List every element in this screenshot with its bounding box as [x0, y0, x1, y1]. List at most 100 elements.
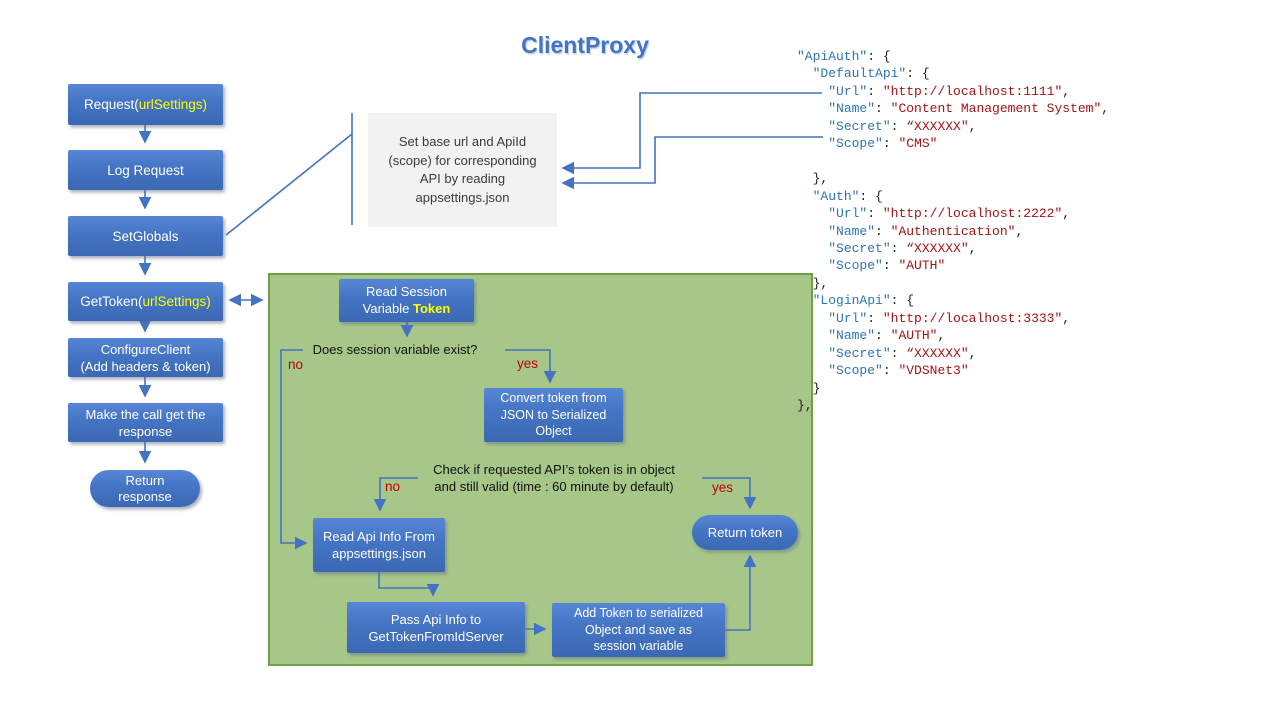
- json-token: "Secret": [828, 118, 891, 134]
- json-token: [797, 311, 828, 326]
- json-token: [797, 119, 828, 134]
- json-token: :: [875, 101, 891, 117]
- line-setglobals-note-diagonal: [225, 133, 353, 236]
- json-token: "Scope": [828, 363, 883, 379]
- flow-box-pass-api-info: Pass Api Info to GetTokenFromIdServer: [347, 602, 525, 653]
- json-token: :: [867, 310, 883, 326]
- json-token: [797, 346, 828, 361]
- json-token: "http://localhost:3333": [882, 310, 1063, 326]
- json-code-line: },: [797, 170, 1109, 187]
- json-token: "http://localhost:1111": [882, 83, 1063, 99]
- json-token: [797, 189, 813, 204]
- json-token: [797, 206, 828, 221]
- json-code-line: },: [797, 275, 1109, 292]
- json-token: [797, 224, 828, 239]
- page-title: ClientProxy: [521, 32, 649, 58]
- decision1-question: Does session variable exist?: [312, 342, 478, 357]
- json-token: ,: [968, 118, 977, 134]
- json-token: "Auth": [812, 188, 860, 204]
- json-token: :: [875, 328, 891, 344]
- json-token: [797, 101, 828, 116]
- decision1-yes-label: yes: [517, 356, 539, 371]
- json-token: "Url": [828, 206, 868, 222]
- json-code-line: "Auth": {: [797, 188, 1109, 205]
- json-token: : {: [859, 188, 883, 204]
- json-code-line: "Secret": “XXXXXX",: [797, 118, 1109, 135]
- json-token: ,: [1015, 223, 1024, 239]
- flow-box-convert-token: Convert token from JSON to Serialized Ob…: [484, 388, 623, 442]
- json-token: "Scope": [828, 136, 883, 152]
- json-code-line: }: [797, 380, 1109, 397]
- json-token: ,: [1062, 206, 1071, 222]
- json-token: “XXXXXX": [906, 118, 969, 134]
- flow-box-read-api-info: Read Api Info From appsettings.json: [313, 518, 445, 572]
- json-token: :: [890, 345, 907, 361]
- connector-json-url-to-note: [561, 92, 822, 175]
- json-token: "DefaultApi": [812, 66, 907, 82]
- json-token: ,: [1101, 101, 1110, 117]
- json-token: },: [797, 275, 829, 291]
- json-token: :: [882, 258, 899, 274]
- json-token: ,: [968, 240, 977, 256]
- json-token: “XXXXXX": [906, 240, 969, 256]
- flow-box-make-call: Make the call get the response: [68, 403, 223, 442]
- flow-box-set-globals: SetGlobals: [68, 216, 223, 256]
- read-session-line1: Read Session: [366, 284, 447, 299]
- json-code-line: "LoginApi": {: [797, 292, 1109, 309]
- flow-box-get-token-label: GetToken(urlSettings): [80, 293, 211, 310]
- flow-box-configure-client: ConfigureClient (Add headers & token): [68, 338, 223, 377]
- json-token: "Secret": [828, 240, 891, 256]
- json-code-line: [797, 153, 1109, 170]
- json-token: },: [797, 398, 813, 414]
- json-token: :: [882, 136, 899, 152]
- json-token: }: [797, 380, 821, 396]
- json-code-line: "Secret": “XXXXXX",: [797, 240, 1109, 257]
- json-token: : {: [890, 293, 915, 309]
- json-token: ,: [968, 345, 977, 361]
- json-token: ,: [1062, 310, 1071, 326]
- flow-terminator-return-response: Return response: [90, 470, 200, 507]
- read-session-token-highlight: Token: [413, 300, 451, 316]
- json-code-line: "Url": "http://localhost:1111",: [797, 83, 1109, 100]
- json-token: :: [875, 223, 891, 239]
- request-label-pre: Request(: [83, 97, 139, 112]
- token-flow-panel: [268, 273, 813, 666]
- json-code-line: "Scope": "CMS": [797, 135, 1109, 152]
- gettoken-label-pre: GetToken(: [80, 294, 143, 309]
- json-token: [797, 66, 813, 81]
- json-token: "http://localhost:2222": [882, 206, 1063, 222]
- json-token: "Url": [828, 310, 868, 326]
- request-label-param: urlSettings): [138, 97, 208, 112]
- json-code-line: "Scope": "AUTH": [797, 257, 1109, 274]
- decision2-no-label: no: [385, 479, 401, 494]
- json-token: “XXXXXX": [906, 345, 969, 361]
- json-code-line: "Name": "AUTH",: [797, 327, 1109, 344]
- json-token: : {: [867, 49, 891, 64]
- gettoken-label-param: urlSettings): [142, 294, 211, 309]
- json-token: [797, 241, 828, 256]
- read-session-line2: Variable Token: [363, 301, 451, 318]
- flow-box-get-token: GetToken(urlSettings): [68, 282, 223, 321]
- json-code-line: },: [797, 397, 1109, 414]
- json-token: "Secret": [828, 345, 891, 361]
- json-token: "CMS": [898, 136, 938, 152]
- decision1-no-label: no: [288, 357, 304, 372]
- flow-box-add-token: Add Token to serialized Object and save …: [552, 603, 725, 657]
- connector-json-scope-to-note: [561, 136, 823, 190]
- json-token: "Name": [828, 223, 876, 239]
- json-token: "Content Management System": [890, 101, 1102, 117]
- json-token: "Name": [828, 328, 876, 344]
- json-code: "ApiAuth": { "DefaultApi": { "Url": "htt…: [797, 48, 1109, 415]
- flow-box-request-label: Request(urlSettings): [84, 96, 207, 113]
- json-token: "Name": [828, 101, 876, 117]
- read-session-line2-pre: Variable: [362, 300, 413, 316]
- json-token: [797, 84, 828, 99]
- flow-box-read-session: Read Session Variable Token: [339, 279, 474, 322]
- json-code-line: "DefaultApi": {: [797, 65, 1109, 82]
- json-code-line: "Url": "http://localhost:2222",: [797, 205, 1109, 222]
- json-token: [797, 258, 828, 273]
- json-token: "Authentication": [890, 223, 1016, 239]
- json-token: :: [867, 83, 883, 99]
- json-token: [797, 293, 813, 308]
